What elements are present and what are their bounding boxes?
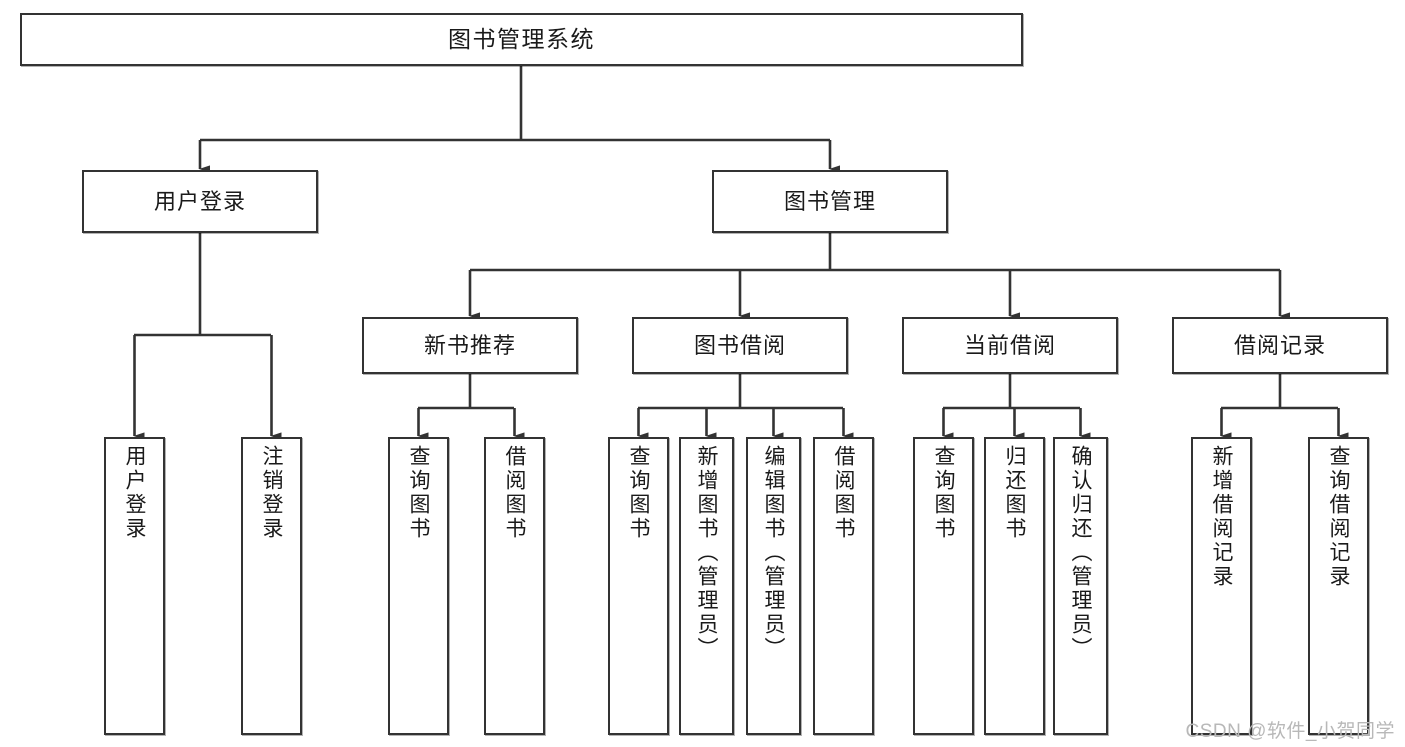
node-current-borrow[interactable]: 当前借阅	[902, 317, 1118, 374]
node-current-borrow-label: 当前借阅	[963, 332, 1056, 358]
node-leaf-cur-query[interactable]: 查询图书	[913, 437, 974, 735]
node-book-borrow[interactable]: 图书借阅	[632, 317, 848, 374]
node-user-login[interactable]: 用户登录	[82, 170, 318, 233]
node-leaf-rec-borrow[interactable]: 借阅图书	[484, 437, 545, 735]
node-leaf-bor-borrow[interactable]: 借阅图书	[813, 437, 874, 735]
node-leaf-rec-query[interactable]: 查询图书	[388, 437, 449, 735]
node-leaf-bor-query[interactable]: 查询图书	[608, 437, 669, 735]
node-borrow-record[interactable]: 借阅记录	[1172, 317, 1388, 374]
node-leaf-bor-add[interactable]: 新增图书（管理员）	[679, 437, 734, 735]
node-leaf-bor-edit[interactable]: 编辑图书（管理员）	[746, 437, 801, 735]
node-root[interactable]: 图书管理系统	[20, 13, 1023, 66]
node-leaf-rec-borrow-label: 借阅图书	[503, 445, 526, 541]
node-new-book-rec[interactable]: 新书推荐	[362, 317, 578, 374]
node-leaf-user-login-label: 用户登录	[123, 445, 146, 541]
node-leaf-cur-query-label: 查询图书	[932, 445, 955, 541]
node-borrow-record-label: 借阅记录	[1233, 332, 1326, 358]
csdn-watermark: CSDN @软件_小贺同学	[1185, 721, 1395, 742]
node-leaf-cur-return[interactable]: 归还图书	[984, 437, 1045, 735]
node-leaf-bor-add-label: 新增图书（管理员）	[695, 445, 718, 661]
node-leaf-bor-borrow-label: 借阅图书	[832, 445, 855, 541]
node-book-borrow-label: 图书借阅	[693, 332, 786, 358]
node-leaf-rec-query-label: 查询图书	[407, 445, 430, 541]
node-leaf-bor-query-label: 查询图书	[627, 445, 650, 541]
node-leaf-rec-add[interactable]: 新增借阅记录	[1191, 437, 1252, 735]
node-leaf-cur-return-label: 归还图书	[1003, 445, 1026, 541]
node-leaf-rec-add-label: 新增借阅记录	[1210, 445, 1233, 589]
node-new-book-rec-label: 新书推荐	[423, 332, 516, 358]
node-book-manage[interactable]: 图书管理	[712, 170, 948, 233]
node-leaf-user-logout[interactable]: 注销登录	[241, 437, 302, 735]
edges-group	[133, 66, 1349, 440]
node-leaf-cur-confirm[interactable]: 确认归还（管理员）	[1053, 437, 1108, 735]
node-book-manage-label: 图书管理	[783, 188, 876, 214]
node-leaf-cur-confirm-label: 确认归还（管理员）	[1069, 445, 1092, 661]
node-user-login-label: 用户登录	[153, 188, 246, 214]
node-root-label: 图书管理系统	[448, 26, 595, 53]
node-leaf-rec-search-label: 查询借阅记录	[1327, 445, 1350, 589]
node-leaf-rec-search[interactable]: 查询借阅记录	[1308, 437, 1369, 735]
node-leaf-bor-edit-label: 编辑图书（管理员）	[762, 445, 785, 661]
node-leaf-user-logout-label: 注销登录	[260, 445, 283, 541]
node-leaf-user-login[interactable]: 用户登录	[104, 437, 165, 735]
